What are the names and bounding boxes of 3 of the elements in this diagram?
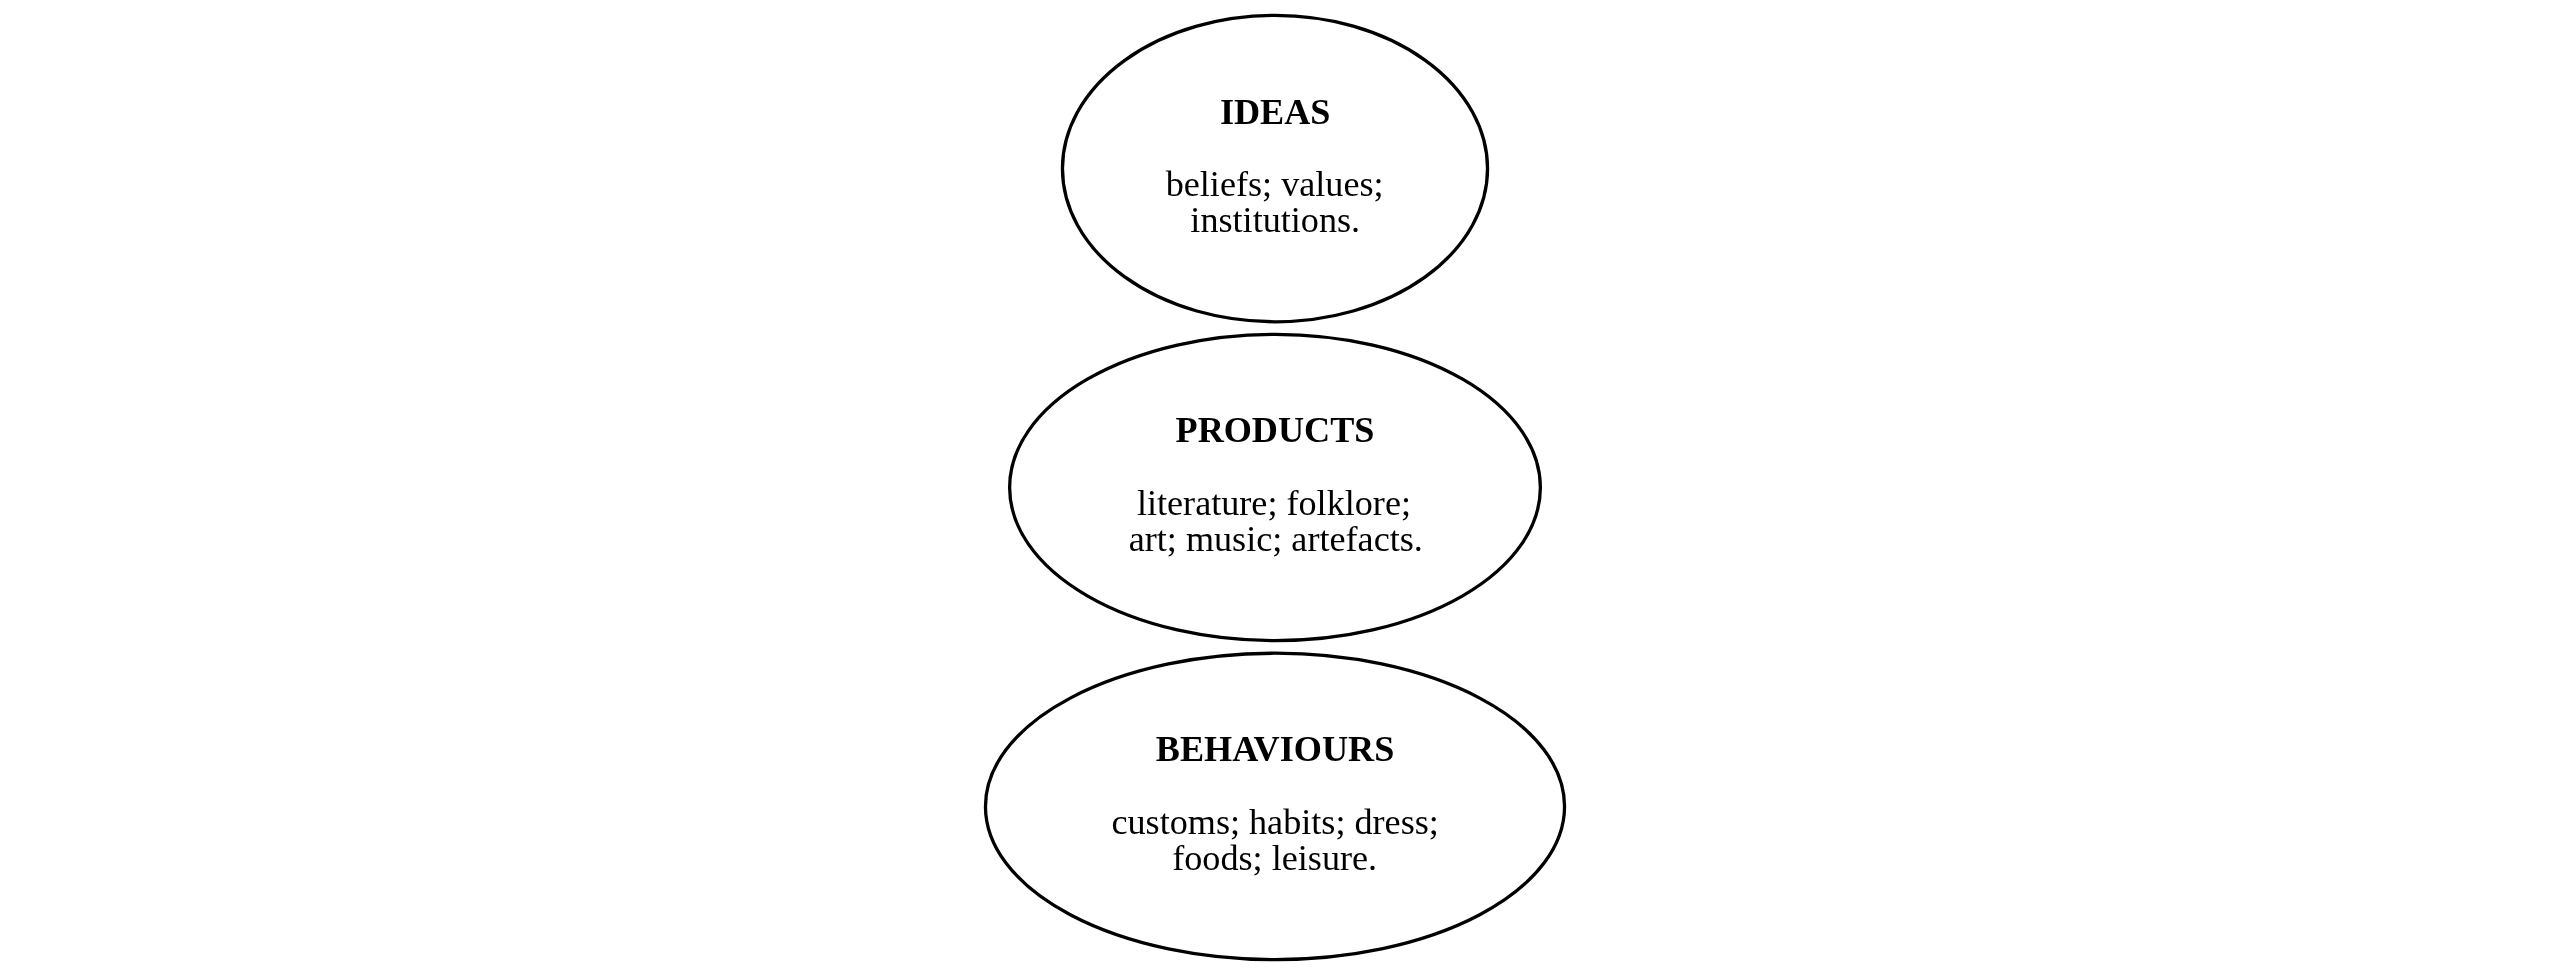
- node-ellipse: BEHAVIOURS customs; habits; dress; foods; leisure.: [983, 651, 1567, 962]
- node-ellipse: IDEAS beliefs; values; institutions.: [1060, 13, 1490, 324]
- node-ellipse: PRODUCTS literature; folklore; art; music; artefacts.: [1007, 332, 1543, 643]
